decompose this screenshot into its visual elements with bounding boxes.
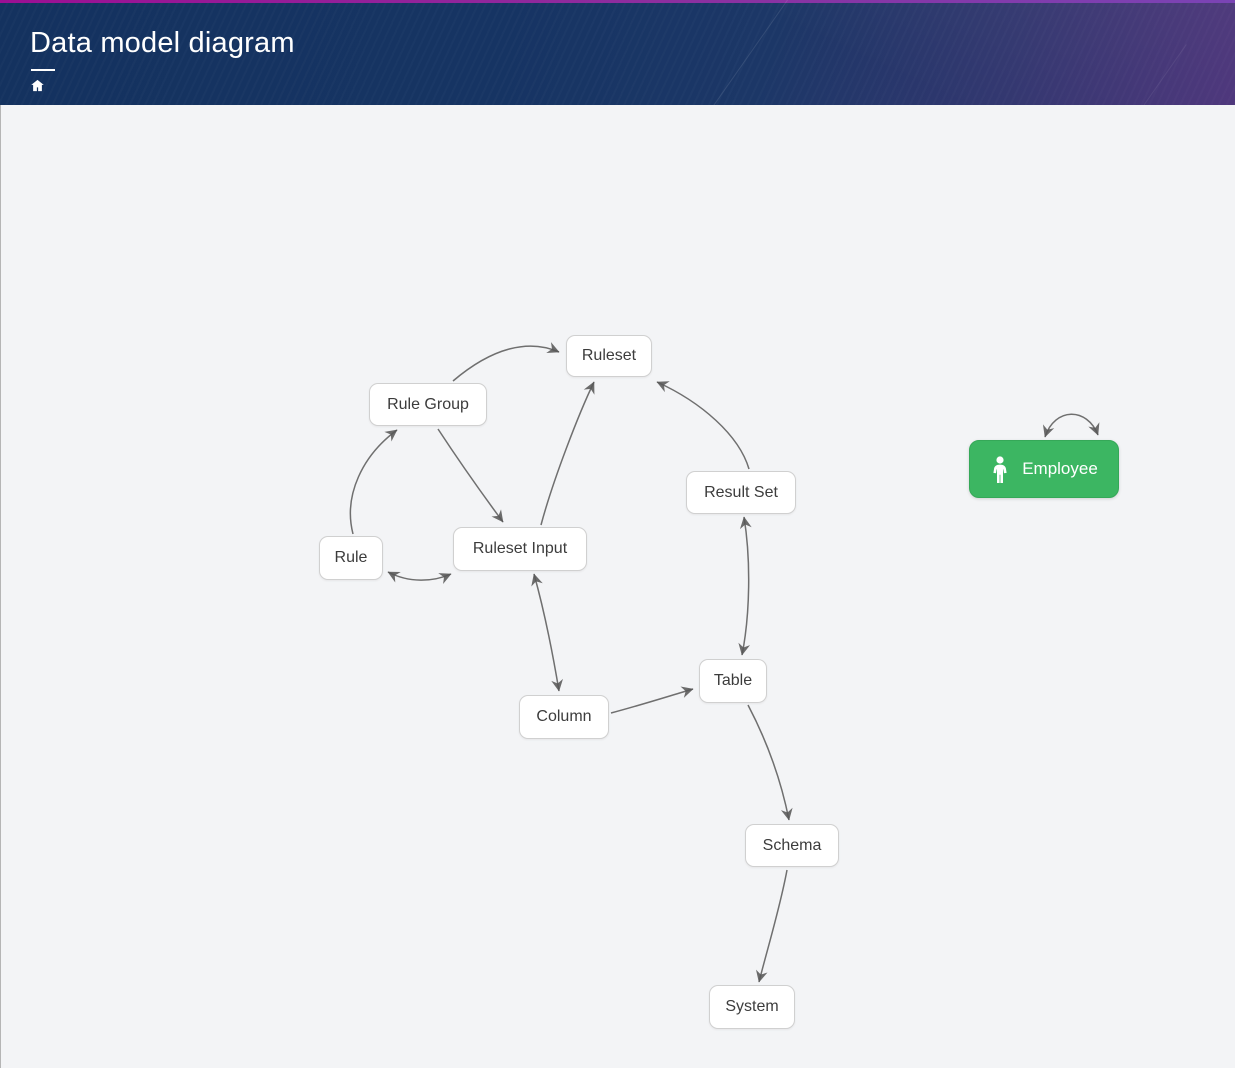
page-title: Data model diagram xyxy=(30,27,295,59)
edge-rulegroup-rulesetinput xyxy=(437,428,504,523)
edge-resultset-table xyxy=(738,516,752,656)
breadcrumb-home[interactable] xyxy=(30,78,46,94)
edge-employee-selfloop xyxy=(1042,413,1100,438)
node-rule-group[interactable]: Rule Group xyxy=(369,383,487,426)
node-system[interactable]: System xyxy=(709,985,795,1029)
edge-schema-system xyxy=(755,869,788,983)
edge-rulesetinput-column xyxy=(531,573,563,692)
node-employee-label: Employee xyxy=(1022,459,1098,478)
person-icon xyxy=(990,455,1010,483)
header-texture-line xyxy=(1094,44,1187,105)
header-accent-line xyxy=(0,0,1235,3)
title-underline xyxy=(31,69,55,71)
edge-resultset-ruleset xyxy=(656,381,750,470)
diagram-edges xyxy=(349,342,1100,983)
node-column[interactable]: Column xyxy=(519,695,609,739)
diagram-canvas[interactable]: Ruleset Rule Group Result Set Employee R… xyxy=(0,105,1235,1068)
home-icon xyxy=(30,78,46,93)
edge-rule-rulesetinput xyxy=(387,571,452,585)
page-header: Data model diagram xyxy=(0,0,1235,105)
edge-rulegroup-ruleset xyxy=(452,342,560,382)
node-result-set[interactable]: Result Set xyxy=(686,471,796,514)
node-rule[interactable]: Rule xyxy=(319,536,383,580)
node-ruleset-input[interactable]: Ruleset Input xyxy=(453,527,587,571)
node-schema[interactable]: Schema xyxy=(745,824,839,867)
edge-rulesetinput-ruleset xyxy=(540,381,595,526)
edge-column-table xyxy=(610,686,694,714)
node-employee[interactable]: Employee xyxy=(969,440,1119,498)
edge-rule-rulegroup xyxy=(349,429,398,535)
edge-table-schema xyxy=(747,704,793,821)
node-ruleset[interactable]: Ruleset xyxy=(566,335,652,377)
node-table[interactable]: Table xyxy=(699,659,767,703)
header-texture-line xyxy=(699,0,792,105)
